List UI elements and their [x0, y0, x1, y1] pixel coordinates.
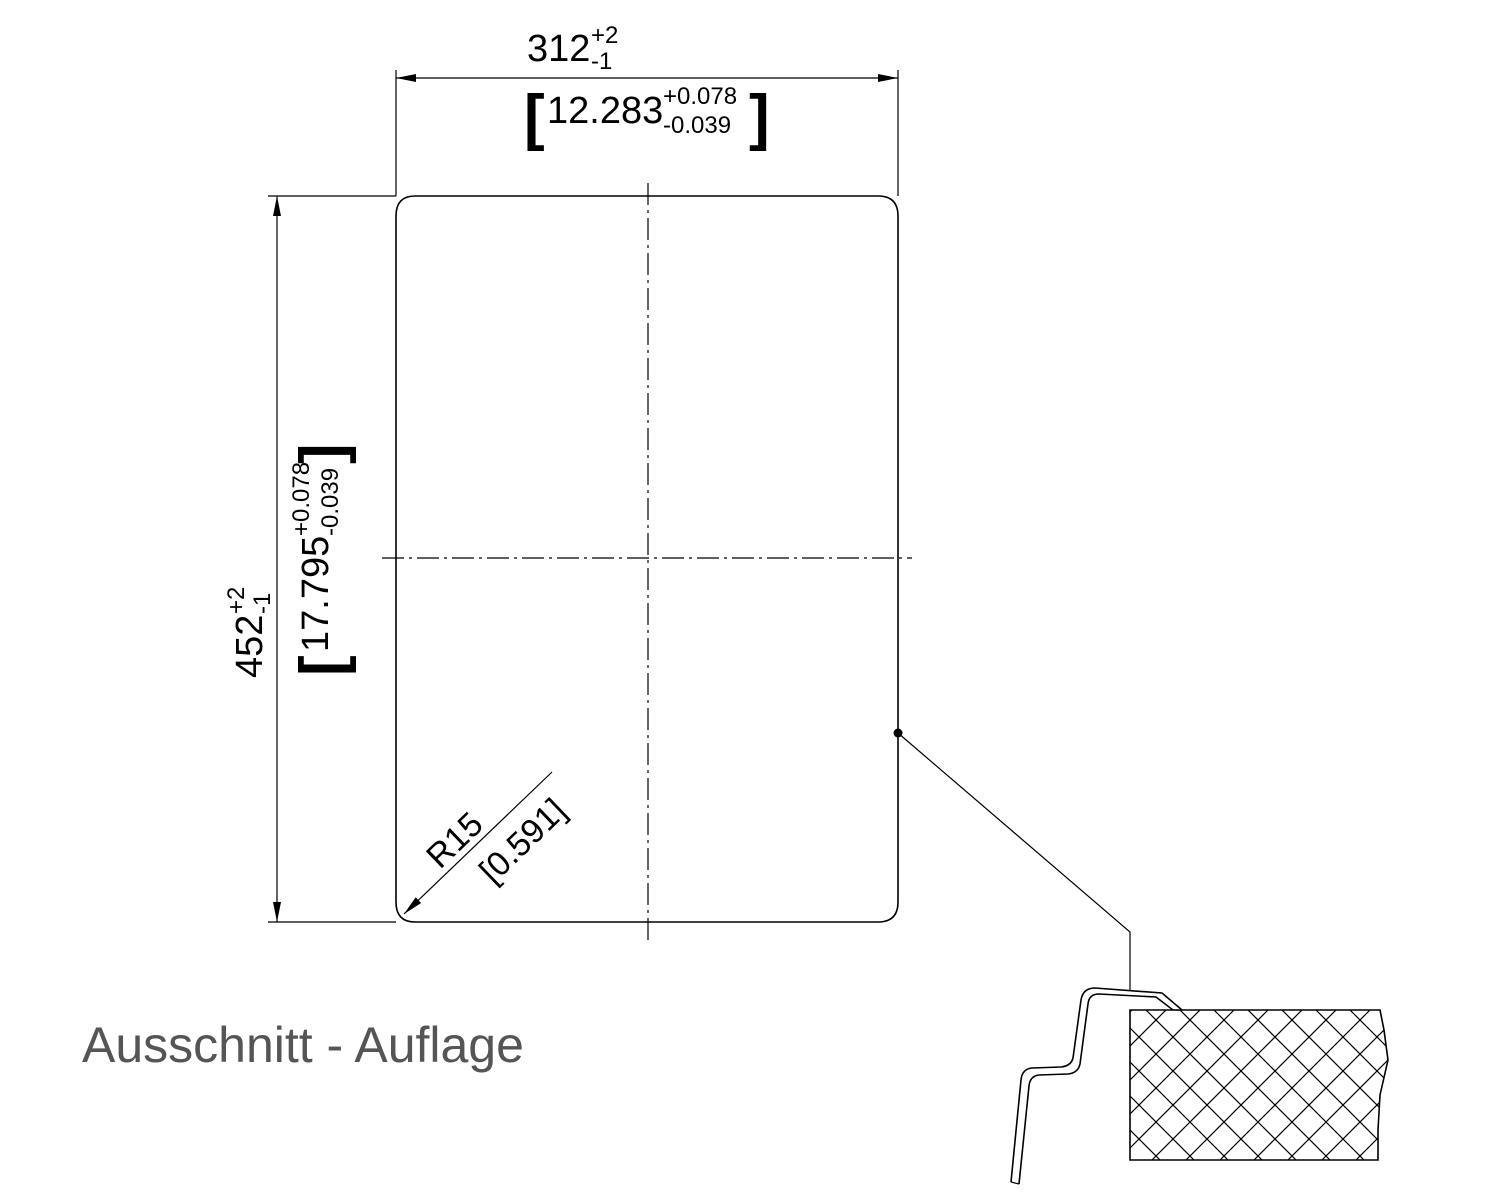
height-inch-tol-plus: +0.078	[288, 462, 315, 536]
height-nominal: 452	[229, 615, 271, 678]
countertop-section	[1129, 1009, 1389, 1161]
height-tol-plus: +2	[223, 587, 250, 614]
width-dimension: 312 +2 -1 [ 12.283 +0.078 -0.039 ]	[395, 22, 899, 196]
width-inch-tol-minus: -0.039	[663, 112, 731, 139]
radius-dimension: R15 [0.591]	[403, 771, 574, 915]
width-tol-plus: +2	[591, 22, 618, 49]
height-tol-minus: -1	[249, 593, 276, 614]
cutout-outline	[395, 195, 899, 923]
width-inch-nominal: 12.283	[547, 90, 663, 132]
height-dimension: 452 +2 -1 [ 17.795 +0.078 -0.039 ]	[223, 195, 396, 923]
height-bracket-open: [	[288, 655, 357, 676]
detail-leader	[893, 728, 1131, 990]
width-tol-minus: -1	[591, 48, 612, 75]
drawing-caption: Ausschnitt - Auflage	[82, 1017, 524, 1073]
width-inch-tol-plus: +0.078	[663, 83, 737, 110]
radius-inch-label: [0.591]	[472, 791, 573, 890]
sink-rim-profile	[1010, 987, 1183, 1185]
width-nominal: 312	[527, 28, 590, 70]
height-inch-tol-minus: -0.039	[317, 468, 344, 536]
width-bracket-open: [	[524, 83, 545, 152]
height-inch-nominal: 17.795	[295, 536, 337, 652]
width-bracket-close: ]	[749, 83, 770, 152]
height-bracket-close: ]	[288, 443, 357, 464]
